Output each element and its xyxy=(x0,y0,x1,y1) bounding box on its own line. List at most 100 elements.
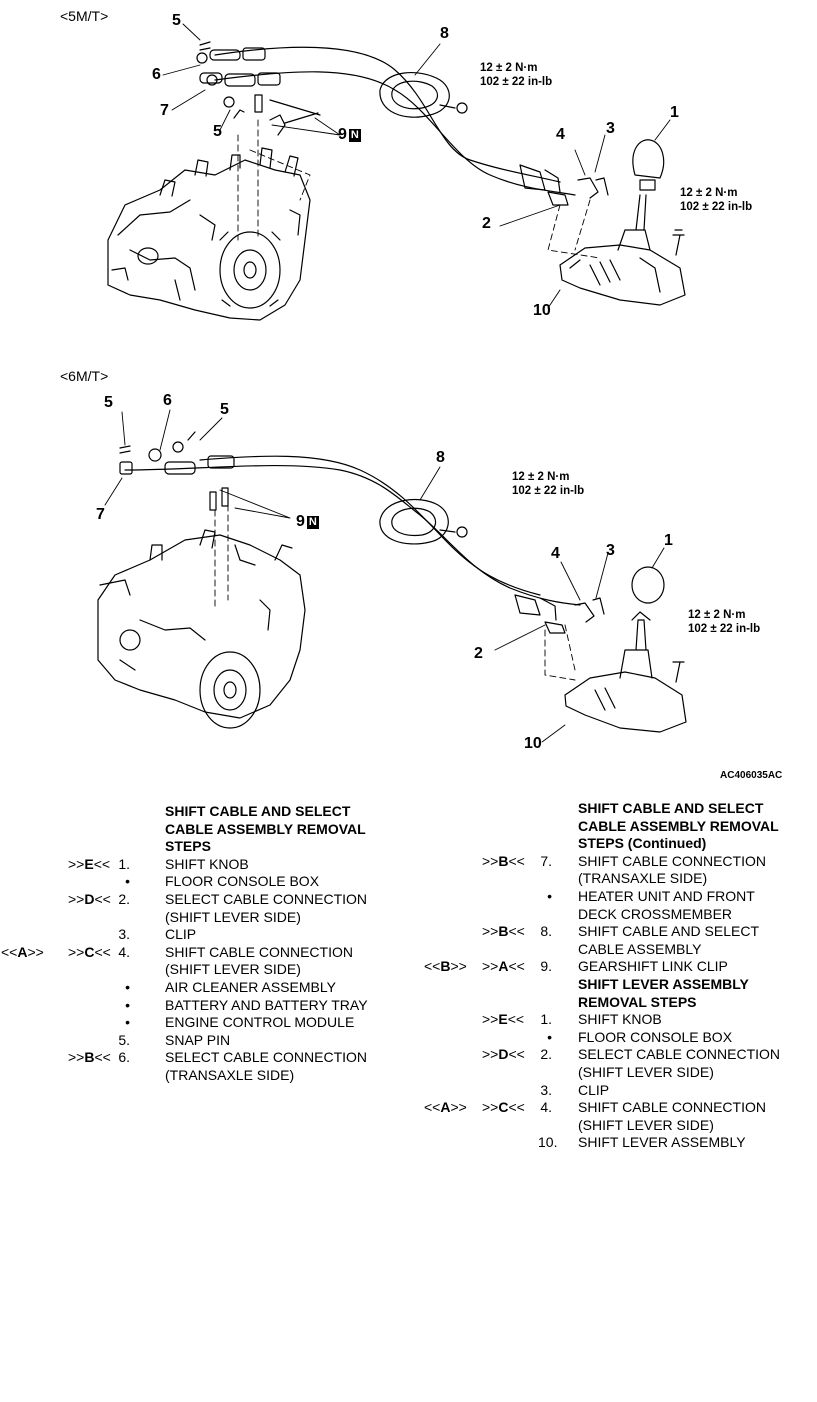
step-text: CLIP xyxy=(165,926,197,943)
callout-6mt-10: 10 xyxy=(524,735,542,752)
step-number: 10. xyxy=(538,1134,558,1151)
reference-letter: A xyxy=(440,1099,451,1116)
callout-5mt-9-number: 9 xyxy=(338,126,347,143)
reference-letter: B xyxy=(440,958,451,975)
torque-spec-cable-bolt-6mt: 12 ± 2 N·m 102 ± 22 in-lb xyxy=(512,471,585,497)
right-step-list: SHIFT CABLE AND SELECT CABLE ASSEMBLY RE… xyxy=(408,800,817,1152)
callout-5mt-3: 3 xyxy=(606,120,615,137)
step-text: (TRANSAXLE SIDE) xyxy=(578,870,708,887)
step-row: >>D<<2.SELECT CABLE CONNECTION xyxy=(408,1046,817,1064)
step-text: FLOOR CONSOLE BOX xyxy=(578,1028,733,1045)
step-number: 2. xyxy=(118,890,130,907)
step-number: 8. xyxy=(540,923,552,940)
reference-letter: B xyxy=(498,852,509,869)
step-row: • HEATER UNIT AND FRONT xyxy=(408,888,817,906)
torque-spec-cable-bolt-5mt: 12 ± 2 N·m 102 ± 22 in-lb xyxy=(480,62,553,88)
step-text: SHIFT KNOB xyxy=(578,1011,662,1028)
figure-id: AC406035AC xyxy=(720,770,783,781)
step-number: • xyxy=(125,978,130,995)
step-row: (TRANSAXLE SIDE) xyxy=(0,1067,400,1085)
reference-mark-right: >>D<< xyxy=(68,890,111,907)
step-text: SHIFT CABLE CONNECTION xyxy=(578,1099,766,1116)
step-text: (SHIFT LEVER SIDE) xyxy=(578,1116,714,1133)
reference-letter: C xyxy=(84,943,95,960)
heading-line: CABLE ASSEMBLY REMOVAL xyxy=(578,817,779,834)
step-text: SHIFT CABLE CONNECTION xyxy=(578,852,766,869)
step-row: •BATTERY AND BATTERY TRAY xyxy=(0,997,400,1015)
callout-5mt-2: 2 xyxy=(482,215,491,232)
step-row: 5.SNAP PIN xyxy=(0,1032,400,1050)
step-number: • xyxy=(125,873,130,890)
step-text: (SHIFT LEVER SIDE) xyxy=(578,1063,714,1080)
transaxle-5mt xyxy=(107,147,311,321)
step-number: 2. xyxy=(540,1046,552,1063)
callout-6mt-2: 2 xyxy=(474,645,483,662)
callout-6mt-5b: 5 xyxy=(220,401,229,418)
cables-6mt xyxy=(119,448,581,606)
step-row: DECK CROSSMEMBER xyxy=(408,906,817,924)
step-row: >>B<<8.SHIFT CABLE AND SELECT xyxy=(408,923,817,941)
step-row: •ENGINE CONTROL MODULE xyxy=(0,1014,400,1032)
step-number: 6. xyxy=(118,1049,130,1066)
step-number: 1. xyxy=(540,1011,552,1028)
step-row: >>E<<1.SHIFT KNOB xyxy=(408,1011,817,1029)
step-text: REMOVAL STEPS xyxy=(578,993,697,1010)
step-row: <<A>>>>C<<4.SHIFT CABLE CONNECTION xyxy=(408,1099,817,1117)
step-number: • xyxy=(125,1014,130,1031)
step-text: SHIFT CABLE AND SELECT xyxy=(578,923,760,940)
callout-5mt-7: 7 xyxy=(160,102,169,119)
torque-spec-lever-bolt-6mt: 12 ± 2 N·m 102 ± 22 in-lb xyxy=(688,609,761,635)
step-text: BATTERY AND BATTERY TRAY xyxy=(165,996,368,1013)
transaxle-6mt xyxy=(97,529,306,729)
callout-5mt-6: 6 xyxy=(152,66,161,83)
step-row: <<B>>>>A<<9.GEARSHIFT LINK CLIP xyxy=(408,958,817,976)
step-text: SELECT CABLE CONNECTION xyxy=(165,890,368,907)
callout-5mt-1: 1 xyxy=(670,104,679,121)
step-row: >>D<< 2. SELECT CABLE CONNECTION xyxy=(0,891,400,909)
reference-letter: B xyxy=(498,923,509,940)
callout-5mt-5a: 5 xyxy=(172,12,181,29)
shift-lever-5mt xyxy=(559,139,686,306)
step-text: (SHIFT LEVER SIDE) xyxy=(165,961,301,978)
step-row: (SHIFT LEVER SIDE) xyxy=(408,1117,817,1135)
callout-6mt-6: 6 xyxy=(163,392,172,409)
n-badge: N xyxy=(306,516,319,529)
callout-6mt-7: 7 xyxy=(96,506,105,523)
reference-letter: D xyxy=(84,890,95,907)
step-number: 4. xyxy=(118,943,130,960)
step-row: >>B<<6.SELECT CABLE CONNECTION xyxy=(0,1049,400,1067)
step-row: >>E<<1.SHIFT KNOB xyxy=(0,856,400,874)
step-text: CABLE ASSEMBLY xyxy=(578,940,702,957)
callout-6mt-3: 3 xyxy=(606,542,615,559)
callout-6mt-1: 1 xyxy=(664,532,673,549)
step-row: 3.CLIP xyxy=(0,926,400,944)
reference-mark-left: <<B>> xyxy=(424,958,467,975)
heading-line: STEPS xyxy=(165,838,211,855)
step-number: • xyxy=(547,887,552,904)
step-row: •FLOOR CONSOLE BOX xyxy=(408,1029,817,1047)
reference-mark-right: >>B<< xyxy=(482,852,525,869)
step-text: CLIP xyxy=(578,1081,610,1098)
step-text: SHIFT KNOB xyxy=(165,855,249,872)
reference-letter: E xyxy=(84,855,94,872)
callout-6mt-8: 8 xyxy=(436,449,445,466)
step-text: DECK CROSSMEMBER xyxy=(578,905,733,922)
step-row: REMOVAL STEPS xyxy=(408,994,817,1012)
step-number: 4. xyxy=(540,1099,552,1116)
step-text: HEATER UNIT AND FRONT xyxy=(578,887,755,904)
step-text: SELECT CABLE CONNECTION xyxy=(165,1049,368,1066)
step-number: 1. xyxy=(118,855,130,872)
reference-mark-right: >>C<< xyxy=(482,1099,525,1116)
step-row: (SHIFT LEVER SIDE) xyxy=(0,909,400,927)
left-rows: >>E<<1.SHIFT KNOB•FLOOR CONSOLE BOX>>D<<… xyxy=(0,856,400,1085)
step-row: (TRANSAXLE SIDE) xyxy=(408,870,817,888)
heading-line: SHIFT CABLE AND SELECT xyxy=(578,800,764,816)
step-row: 3.CLIP xyxy=(408,1082,817,1100)
callout-5mt-5b: 5 xyxy=(213,123,222,140)
reference-letter: B xyxy=(84,1049,95,1066)
step-row: (SHIFT LEVER SIDE) xyxy=(408,1064,817,1082)
n-badge: N xyxy=(348,129,361,142)
exploded-view-drawing xyxy=(97,23,687,743)
